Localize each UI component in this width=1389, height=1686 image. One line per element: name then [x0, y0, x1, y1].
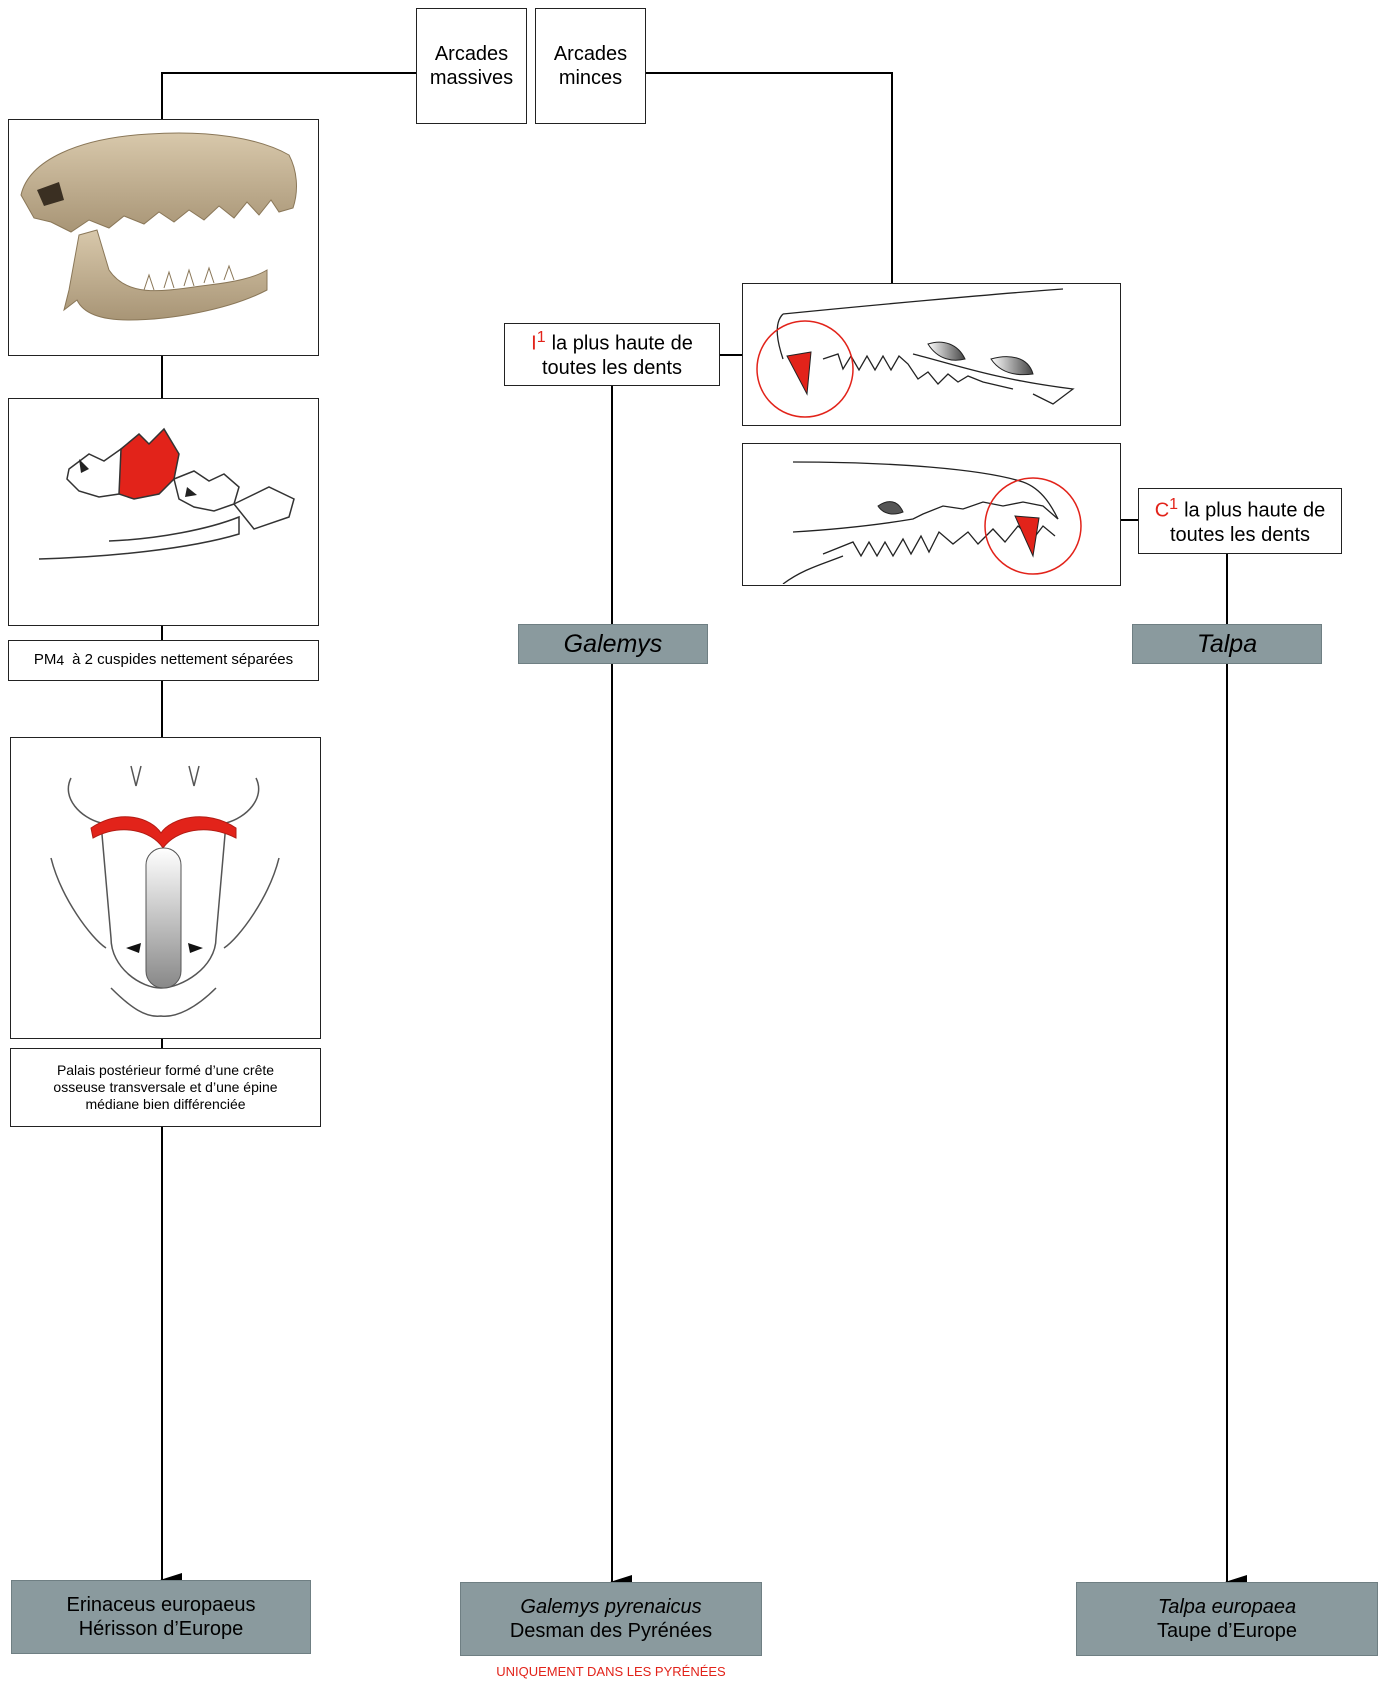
palate-criterion-text: Palais postérieur formé d’une crête osse… [53, 1061, 278, 1113]
canine-line-2: toutes les dents [1169, 523, 1311, 546]
pm4-prefix: PM [33, 651, 57, 669]
species-scientific-galemys: Galemys pyrenaicus [520, 1595, 702, 1618]
species-common-erinaceus: Hérisson d’Europe [78, 1618, 244, 1640]
mole-skull-drawing [742, 443, 1121, 586]
distribution-note: UNIQUEMENT DANS LES PYRÉNÉES [496, 1664, 726, 1679]
incisor-criterion-box: I1 la plus haute de toutes les dents [504, 323, 720, 386]
species-box-erinaceus: Erinaceus europaeus Hérisson d’Europe [11, 1580, 311, 1654]
palate-criterion-box: Palais postérieur formé d’une crête osse… [10, 1048, 321, 1127]
hedgehog-jaw-drawing [8, 398, 319, 626]
incisor-line-2: toutes les dents [541, 357, 683, 380]
species-common-galemys: Desman des Pyrénées [509, 1620, 713, 1642]
species-box-talpa: Talpa europaea Taupe d’Europe [1076, 1582, 1378, 1656]
pm4-text: à 2 cuspides nettement séparées [72, 651, 294, 669]
incisor-superscript: 1 [536, 329, 546, 347]
species-box-galemys: Galemys pyrenaicus Desman des Pyrénées [460, 1582, 762, 1656]
hedgehog-palate-drawing [10, 737, 321, 1039]
genus-box-talpa: Talpa [1132, 624, 1322, 664]
arcades-thin-box: Arcades minces [535, 8, 646, 124]
arcades-massive-label-1: Arcades [434, 42, 509, 65]
desman-skull-drawing [742, 283, 1121, 426]
species-scientific-erinaceus: Erinaceus europaeus [66, 1593, 256, 1616]
species-scientific-talpa: Talpa europaea [1157, 1595, 1297, 1618]
arcades-thin-label-1: Arcades [553, 42, 628, 65]
canine-letter: C [1154, 499, 1170, 522]
arcades-massive-label-2: massives [429, 67, 514, 89]
arcades-massive-box: Arcades massives [416, 8, 527, 124]
species-common-talpa: Taupe d’Europe [1156, 1620, 1298, 1642]
canine-superscript: 1 [1169, 495, 1179, 513]
incisor-letter: I [531, 332, 537, 355]
incisor-line-1: la plus haute de [551, 332, 693, 355]
canine-criterion-box: C1 la plus haute de toutes les dents [1138, 488, 1342, 554]
arcades-thin-label-2: minces [558, 67, 623, 89]
genus-label-galemys: Galemys [563, 629, 663, 658]
canine-line-1: la plus haute de [1184, 499, 1326, 522]
pm4-subscript: 4 [56, 651, 65, 668]
genus-box-galemys: Galemys [518, 624, 708, 664]
genus-label-talpa: Talpa [1196, 629, 1258, 658]
hedgehog-skull-photo [8, 119, 319, 356]
